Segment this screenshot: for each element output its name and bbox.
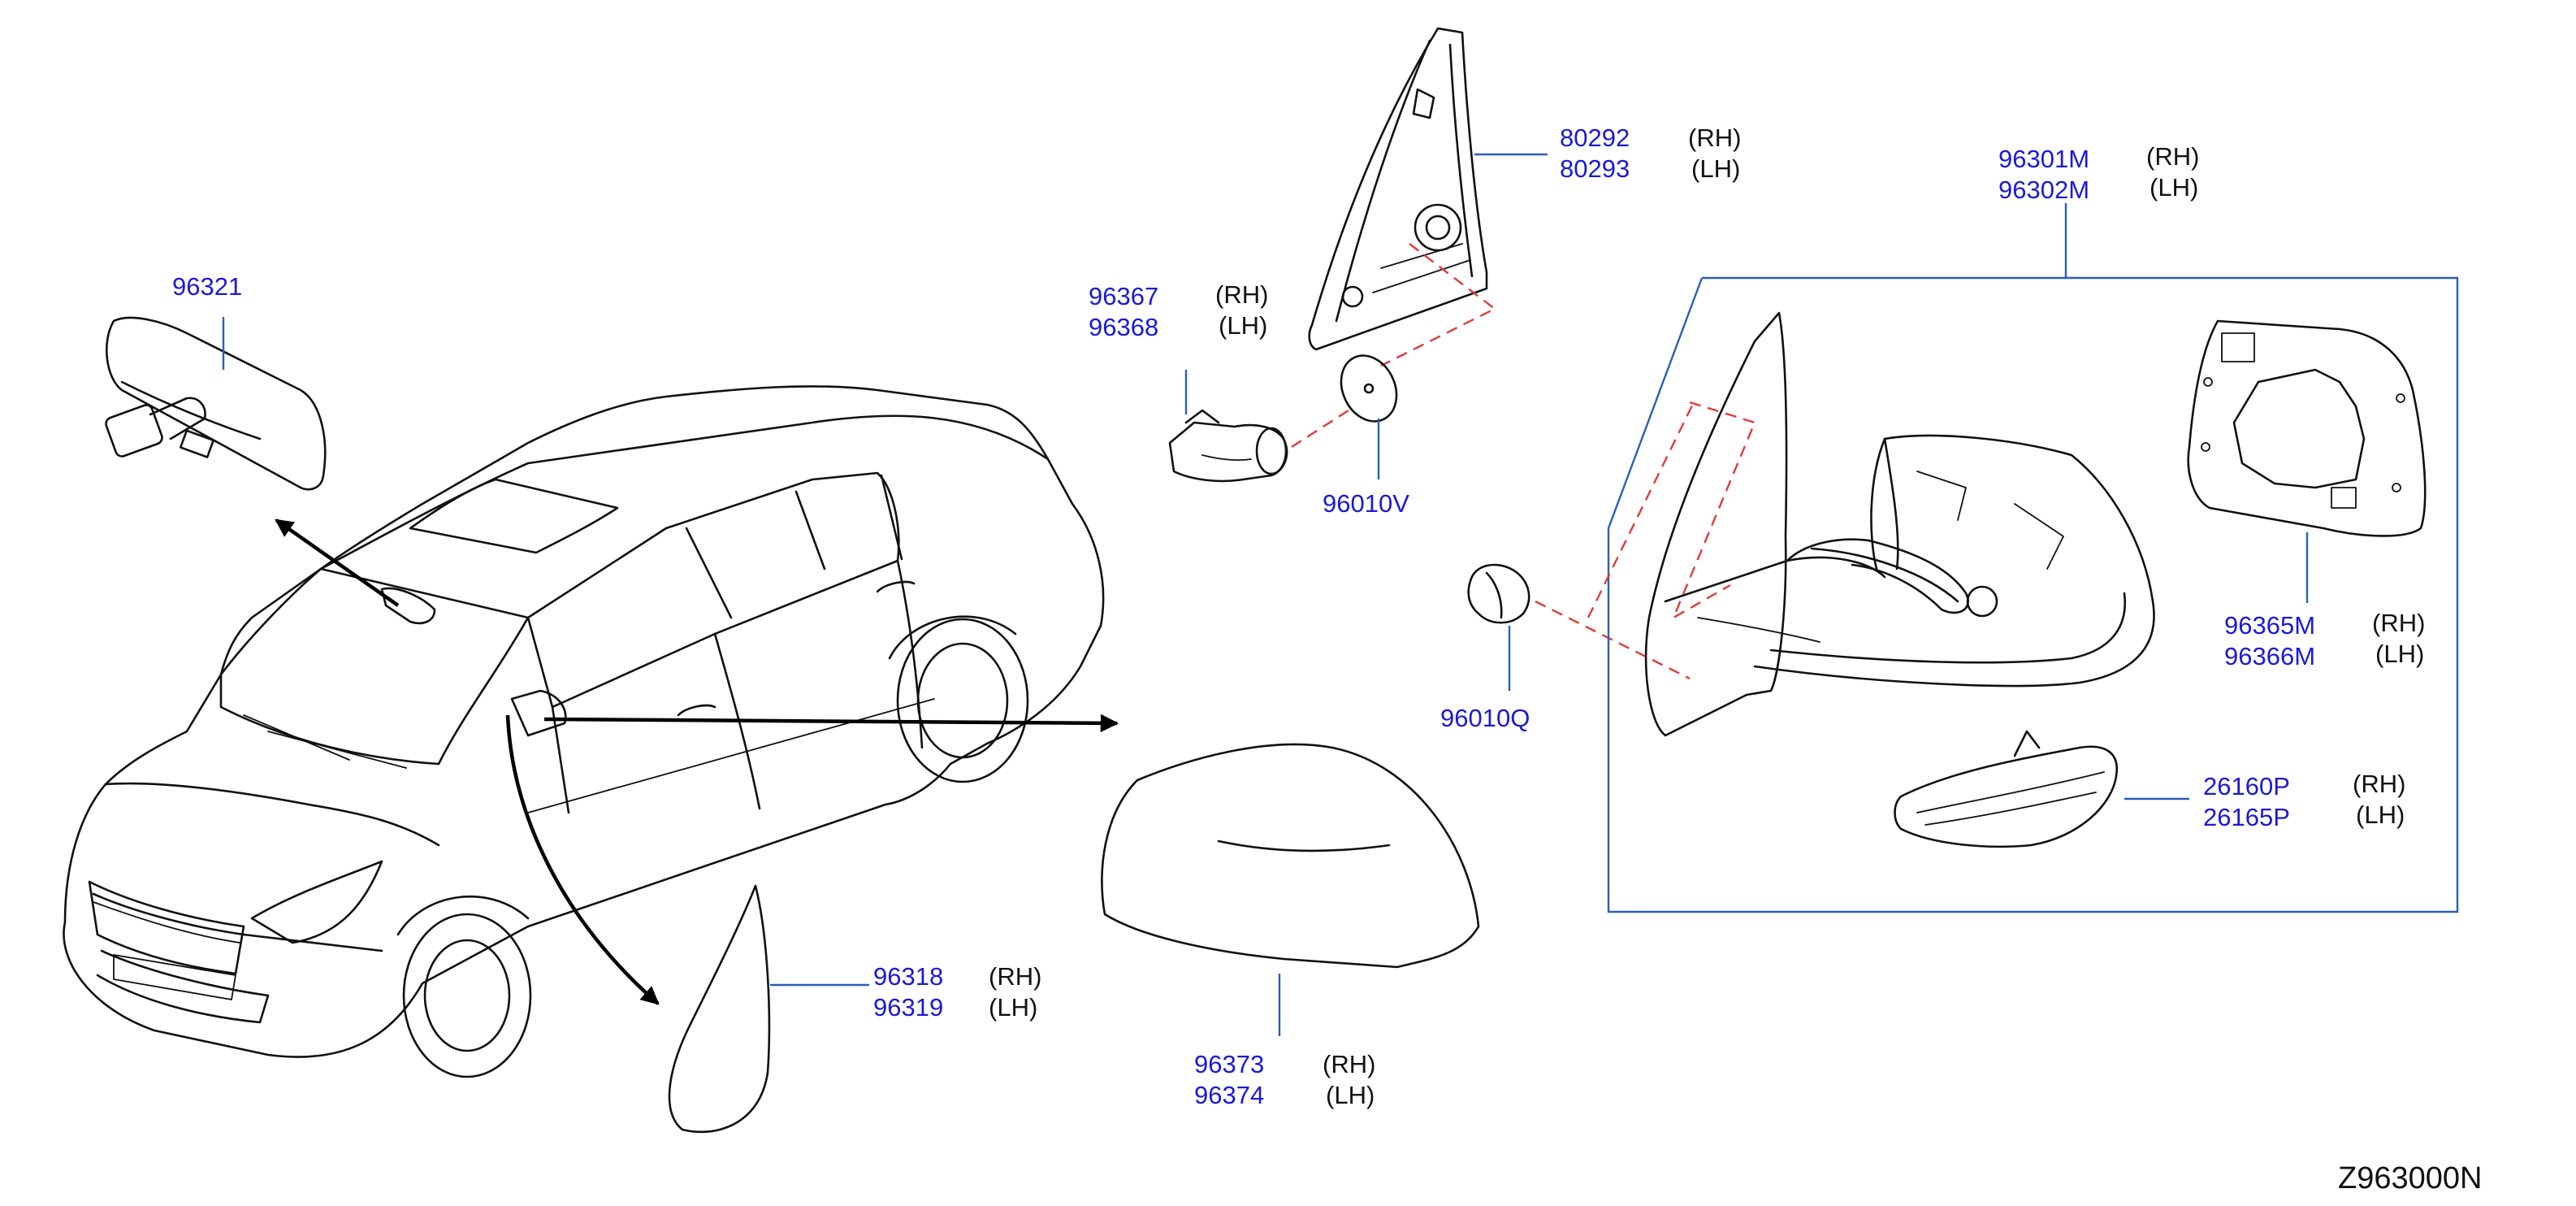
vehicle-illustration	[63, 385, 1105, 1078]
side-mirror-cover-lh: (LH)	[1326, 1081, 1375, 1109]
side-mirror-glass-lh: (LH)	[989, 993, 1037, 1022]
label-seal: 96010V	[1323, 489, 1409, 518]
side-turn-lamp-rh: (RH)	[2353, 770, 2405, 798]
label-corner-finisher-rh: 80292	[1560, 124, 1630, 152]
side-assembly-lh: (LH)	[2150, 173, 2198, 202]
label-motor-rh: 96367	[1089, 282, 1158, 310]
label-turn-lamp-lh: 26165P	[2203, 803, 2290, 831]
side-motor-rh: (RH)	[1215, 280, 1268, 309]
mirror-motor-part	[1168, 370, 1349, 483]
seal-part	[1340, 354, 1398, 479]
grommet-part	[1467, 563, 1691, 691]
label-grommet: 96010Q	[1440, 704, 1530, 732]
side-holder-lh: (LH)	[2375, 640, 2424, 668]
side-holder-rh: (RH)	[2372, 609, 2425, 637]
label-assembly-lh: 96302M	[1998, 176, 2089, 204]
view-arrows	[275, 518, 1119, 1005]
label-holder-lh: 96366M	[2224, 642, 2315, 670]
mirror-cover-part	[1101, 743, 1480, 1036]
inside-mirror-part	[105, 316, 327, 491]
label-inside-mirror: 96321	[172, 272, 242, 301]
side-turn-lamp-lh: (LH)	[2356, 800, 2405, 829]
diagram-reference-code: Z963000N	[2338, 1161, 2482, 1195]
mirror-glass-part	[668, 884, 869, 1134]
corner-finisher-part	[1308, 27, 1548, 367]
label-mirror-cover-rh: 96373	[1194, 1050, 1264, 1078]
side-mirror-glass-rh: (RH)	[989, 962, 1041, 991]
label-corner-finisher-lh: 80293	[1560, 154, 1630, 183]
label-turn-lamp-rh: 26160P	[2203, 772, 2290, 800]
label-motor-lh: 96368	[1089, 313, 1158, 341]
part-labels: 96321 96318 (RH) 96319 (LH) 96373 (RH) 9…	[172, 124, 2482, 1195]
label-mirror-cover-lh: 96374	[1194, 1081, 1264, 1109]
label-holder-rh: 96365M	[2224, 611, 2315, 640]
label-mirror-glass-rh: 96318	[873, 962, 943, 991]
side-corner-finisher-rh: (RH)	[1688, 124, 1741, 152]
label-mirror-glass-lh: 96319	[873, 993, 943, 1022]
side-mirror-cover-rh: (RH)	[1323, 1050, 1375, 1078]
mirror-assembly-group	[1587, 203, 2459, 913]
label-assembly-rh: 96301M	[1998, 145, 2089, 173]
side-assembly-rh: (RH)	[2146, 142, 2199, 171]
side-motor-lh: (LH)	[1219, 311, 1267, 340]
side-corner-finisher-lh: (LH)	[1691, 154, 1740, 183]
